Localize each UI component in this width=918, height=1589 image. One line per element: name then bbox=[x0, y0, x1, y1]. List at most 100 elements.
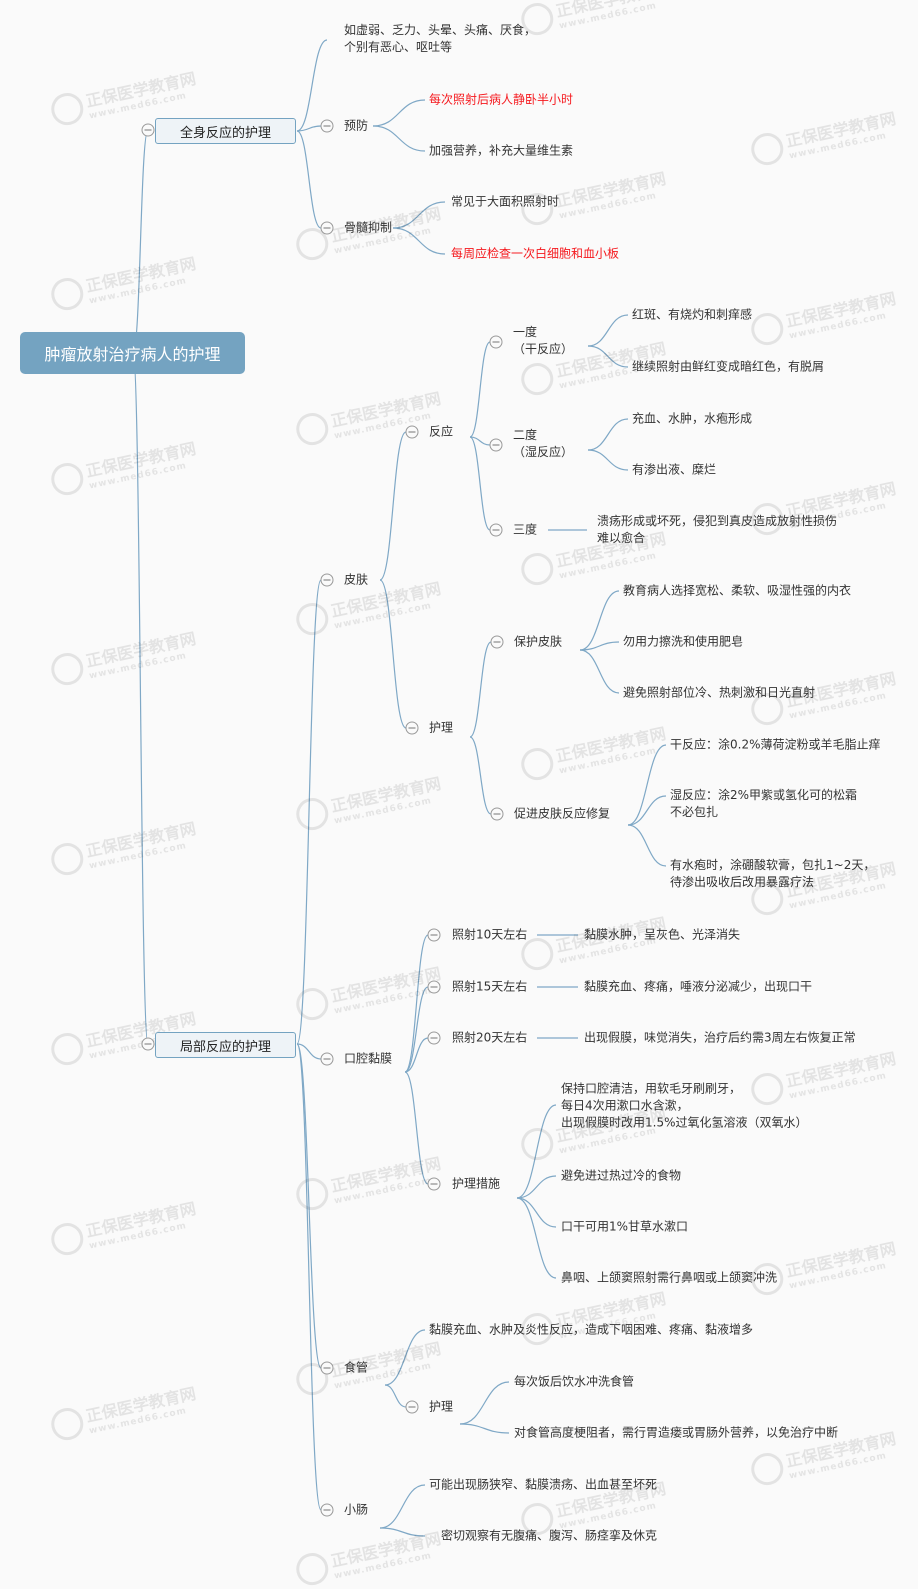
collapse-toggle-icon[interactable] bbox=[141, 123, 155, 137]
connector bbox=[516, 1197, 557, 1279]
collapse-toggle-icon[interactable] bbox=[427, 1031, 441, 1045]
node-label: 局部反应的护理 bbox=[179, 1039, 271, 1055]
leaf: 湿反应：涂2%甲紫或氢化可的松霜不必包扎 bbox=[670, 788, 858, 819]
node-stage[interactable]: 照射15天左右 bbox=[452, 979, 528, 994]
node-small-intestine[interactable]: 小肠 bbox=[344, 1502, 369, 1517]
connector bbox=[579, 590, 620, 651]
node-skin[interactable]: 皮肤 bbox=[344, 572, 369, 587]
connector bbox=[579, 649, 620, 694]
node-esophagus-care[interactable]: 护理 bbox=[429, 1399, 454, 1414]
collapse-toggle-icon[interactable] bbox=[405, 721, 419, 735]
collapse-toggle-icon[interactable] bbox=[405, 425, 419, 439]
connector bbox=[404, 1037, 429, 1073]
node-marrow[interactable]: 骨髓抑制 bbox=[344, 220, 393, 235]
leaf: 鼻咽、上颌窦照射需行鼻咽或上颌窦冲洗 bbox=[561, 1270, 778, 1285]
leaf: 干反应：涂0.2%薄荷淀粉或羊毛脂止痒 bbox=[670, 737, 881, 752]
leaf: 常见于大面积照射时 bbox=[451, 194, 560, 209]
leaf: 每周应检查一次白细胞和血小板 bbox=[451, 246, 620, 261]
connector bbox=[587, 418, 629, 451]
leaf: 密切观察有无腹痛、腹泻、肠痉挛及休克 bbox=[441, 1528, 658, 1543]
connector bbox=[296, 1043, 322, 1511]
node-general-reaction-care[interactable]: 全身反应的护理 bbox=[155, 118, 296, 144]
node-third-degree[interactable]: 三度 bbox=[513, 522, 538, 537]
connector bbox=[379, 1484, 426, 1529]
leaf: 勿用力擦洗和使用肥皂 bbox=[623, 634, 744, 649]
collapse-toggle-icon[interactable] bbox=[427, 1177, 441, 1191]
collapse-toggle-icon[interactable] bbox=[427, 980, 441, 994]
collapse-toggle-icon[interactable] bbox=[320, 119, 334, 133]
node-second-degree[interactable]: 二度（湿反应） bbox=[513, 428, 574, 459]
collapse-toggle-icon[interactable] bbox=[489, 438, 503, 452]
connector bbox=[469, 436, 491, 531]
connector bbox=[392, 227, 446, 255]
collapse-toggle-icon[interactable] bbox=[141, 1037, 155, 1051]
leaf: 每次饭后饮水冲洗食管 bbox=[514, 1374, 635, 1389]
collapse-toggle-icon[interactable] bbox=[427, 928, 441, 942]
leaf: 黏膜水肿，呈灰色、光泽消失 bbox=[584, 927, 741, 942]
connector bbox=[587, 314, 629, 347]
connector bbox=[516, 1197, 557, 1228]
connector bbox=[296, 130, 322, 229]
connector bbox=[132, 352, 149, 1045]
collapse-toggle-icon[interactable] bbox=[320, 573, 334, 587]
collapse-toggle-icon[interactable] bbox=[405, 1400, 419, 1414]
connector bbox=[469, 641, 492, 738]
leaf: 溃疡形成或坏死，侵犯到真皮造成放射性损伤难以愈合 bbox=[597, 514, 838, 545]
node-esophagus[interactable]: 食管 bbox=[344, 1360, 369, 1375]
connector bbox=[384, 1329, 426, 1386]
connector bbox=[627, 795, 667, 826]
leaf: 充血、水肿，水疱形成 bbox=[632, 411, 753, 426]
node-oral-care[interactable]: 护理措施 bbox=[452, 1176, 501, 1191]
collapse-toggle-icon[interactable] bbox=[490, 807, 504, 821]
node-stage[interactable]: 照射20天左右 bbox=[452, 1030, 528, 1045]
node-local-reaction-care[interactable]: 局部反应的护理 bbox=[155, 1032, 296, 1058]
root-node[interactable]: 肿瘤放射治疗病人的护理 bbox=[20, 332, 245, 374]
connector bbox=[384, 1384, 407, 1408]
leaf: 红斑、有烧灼和刺痒感 bbox=[632, 307, 753, 322]
connector bbox=[469, 436, 491, 446]
connector bbox=[627, 744, 667, 826]
connector bbox=[587, 449, 629, 471]
connector bbox=[296, 39, 328, 132]
leaf: 黏膜充血、疼痛，唾液分泌减少，出现口干 bbox=[584, 979, 813, 994]
leaf: 避免进过热过冷的食物 bbox=[561, 1168, 682, 1183]
leaf: 每次照射后病人静卧半小时 bbox=[429, 92, 574, 107]
node-oral-mucosa[interactable]: 口腔黏膜 bbox=[344, 1051, 393, 1066]
connector bbox=[379, 431, 407, 581]
root-label: 肿瘤放射治疗病人的护理 bbox=[44, 345, 221, 364]
node-stage[interactable]: 照射10天左右 bbox=[452, 927, 528, 942]
leaf: 出现假膜，味觉消失，治疗后约需3周左右恢复正常 bbox=[584, 1030, 856, 1045]
node-skin-care[interactable]: 护理 bbox=[429, 720, 454, 735]
collapse-toggle-icon[interactable] bbox=[489, 335, 503, 349]
node-reaction[interactable]: 反应 bbox=[429, 424, 454, 439]
connector bbox=[392, 201, 446, 229]
collapse-toggle-icon[interactable] bbox=[489, 523, 503, 537]
connector bbox=[459, 1381, 510, 1425]
connector bbox=[404, 986, 429, 1073]
node-prevention[interactable]: 预防 bbox=[344, 118, 369, 133]
connector bbox=[404, 1071, 429, 1185]
connector bbox=[627, 824, 667, 867]
collapse-toggle-icon[interactable] bbox=[490, 635, 504, 649]
leaf: 口干可用1%甘草水漱口 bbox=[561, 1219, 689, 1234]
leaf: 对食管高度梗阻者，需行胃造瘘或胃肠外营养，以免治疗中断 bbox=[514, 1425, 839, 1440]
connector bbox=[469, 341, 491, 438]
connector bbox=[296, 1043, 322, 1369]
connector bbox=[587, 345, 629, 368]
connector bbox=[379, 1527, 426, 1537]
node-promote-repair[interactable]: 促进皮肤反应修复 bbox=[514, 806, 611, 821]
connector bbox=[579, 641, 620, 651]
node-first-degree[interactable]: 一度（干反应） bbox=[513, 325, 574, 356]
connector bbox=[516, 1175, 557, 1199]
connector bbox=[372, 99, 426, 127]
connector bbox=[516, 1104, 557, 1199]
collapse-toggle-icon[interactable] bbox=[320, 1503, 334, 1517]
collapse-toggle-icon[interactable] bbox=[320, 221, 334, 235]
leaf: 黏膜充血、水肿及炎性反应，造成下咽困难、疼痛、黏液增多 bbox=[429, 1322, 754, 1337]
leaf: 有渗出液、糜烂 bbox=[632, 462, 717, 477]
node-protect-skin[interactable]: 保护皮肤 bbox=[514, 634, 563, 649]
connector bbox=[372, 125, 426, 152]
collapse-toggle-icon[interactable] bbox=[320, 1361, 334, 1375]
collapse-toggle-icon[interactable] bbox=[320, 1052, 334, 1066]
